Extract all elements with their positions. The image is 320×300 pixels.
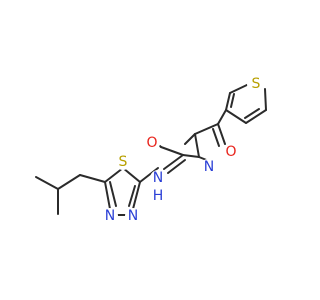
bond <box>104 181 111 210</box>
isobutyl-chain <box>35 174 106 215</box>
bond <box>79 174 106 183</box>
bond <box>139 167 159 183</box>
bond <box>194 123 219 135</box>
thiophene-ring <box>225 83 267 124</box>
bond <box>184 133 196 145</box>
bond <box>229 83 250 94</box>
bond <box>225 109 247 124</box>
bond <box>122 167 141 183</box>
bond <box>244 108 260 119</box>
bond <box>217 123 226 145</box>
bond <box>245 109 267 124</box>
oxygen-atom-label: O <box>225 144 236 160</box>
bond <box>57 174 81 190</box>
bond <box>194 133 200 158</box>
bond <box>212 128 220 147</box>
bond <box>35 176 59 190</box>
thiadiazole-sulfur-label: S <box>119 154 128 170</box>
atom-labels: S O N O N H S N N <box>102 76 263 224</box>
bond <box>109 181 117 207</box>
bond <box>132 181 141 210</box>
isoxazole-ring <box>182 123 226 162</box>
bond <box>225 92 231 111</box>
bond <box>167 159 186 174</box>
bond <box>182 154 200 158</box>
bond <box>230 93 235 108</box>
nitrogen-atom-label: N <box>204 159 214 175</box>
amide-nitrogen-label: N <box>153 170 163 186</box>
bond <box>104 167 124 183</box>
amide-hydrogen-label: H <box>153 188 164 204</box>
bond <box>160 146 184 156</box>
thiadiazole-nitrogen-label-1: N <box>105 208 115 224</box>
sulfur-atom-label: S <box>252 76 261 92</box>
bond <box>128 185 136 207</box>
bond <box>217 109 227 125</box>
thiadiazole-ring <box>104 167 141 216</box>
molecule-structure: S O N O N H S N N <box>35 76 267 224</box>
bond <box>264 88 267 111</box>
carboxamide <box>159 145 186 174</box>
bond <box>159 145 162 148</box>
bond <box>163 154 184 170</box>
carbonyl-oxygen-label: O <box>146 135 157 151</box>
thiadiazole-nitrogen-label-2: N <box>128 208 138 224</box>
